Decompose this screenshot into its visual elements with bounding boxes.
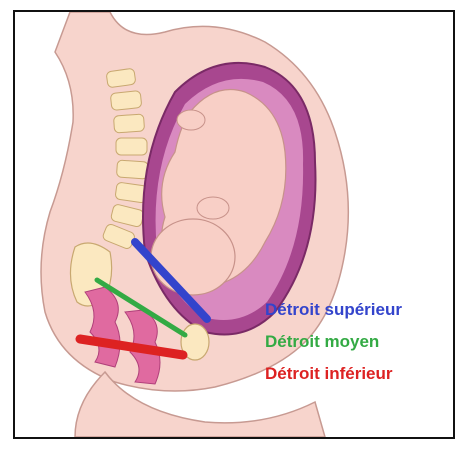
vertebra bbox=[113, 114, 144, 133]
legend-item-middle-strait: Détroit moyen bbox=[265, 331, 455, 353]
legend-item-superior-strait: Détroit supérieur bbox=[265, 299, 455, 321]
figure-frame: Détroit supérieur Détroit moyen Détroit … bbox=[13, 10, 455, 439]
fetus-head bbox=[151, 219, 235, 295]
legend: Détroit supérieur Détroit moyen Détroit … bbox=[265, 299, 455, 395]
vertebra bbox=[106, 68, 136, 88]
vertebra bbox=[116, 138, 147, 155]
vertebra bbox=[116, 160, 148, 179]
fetus-foot bbox=[177, 110, 205, 130]
legend-item-inferior-strait: Détroit inférieur bbox=[265, 363, 455, 385]
fetus-hand bbox=[197, 197, 229, 219]
vertebra bbox=[110, 90, 142, 110]
